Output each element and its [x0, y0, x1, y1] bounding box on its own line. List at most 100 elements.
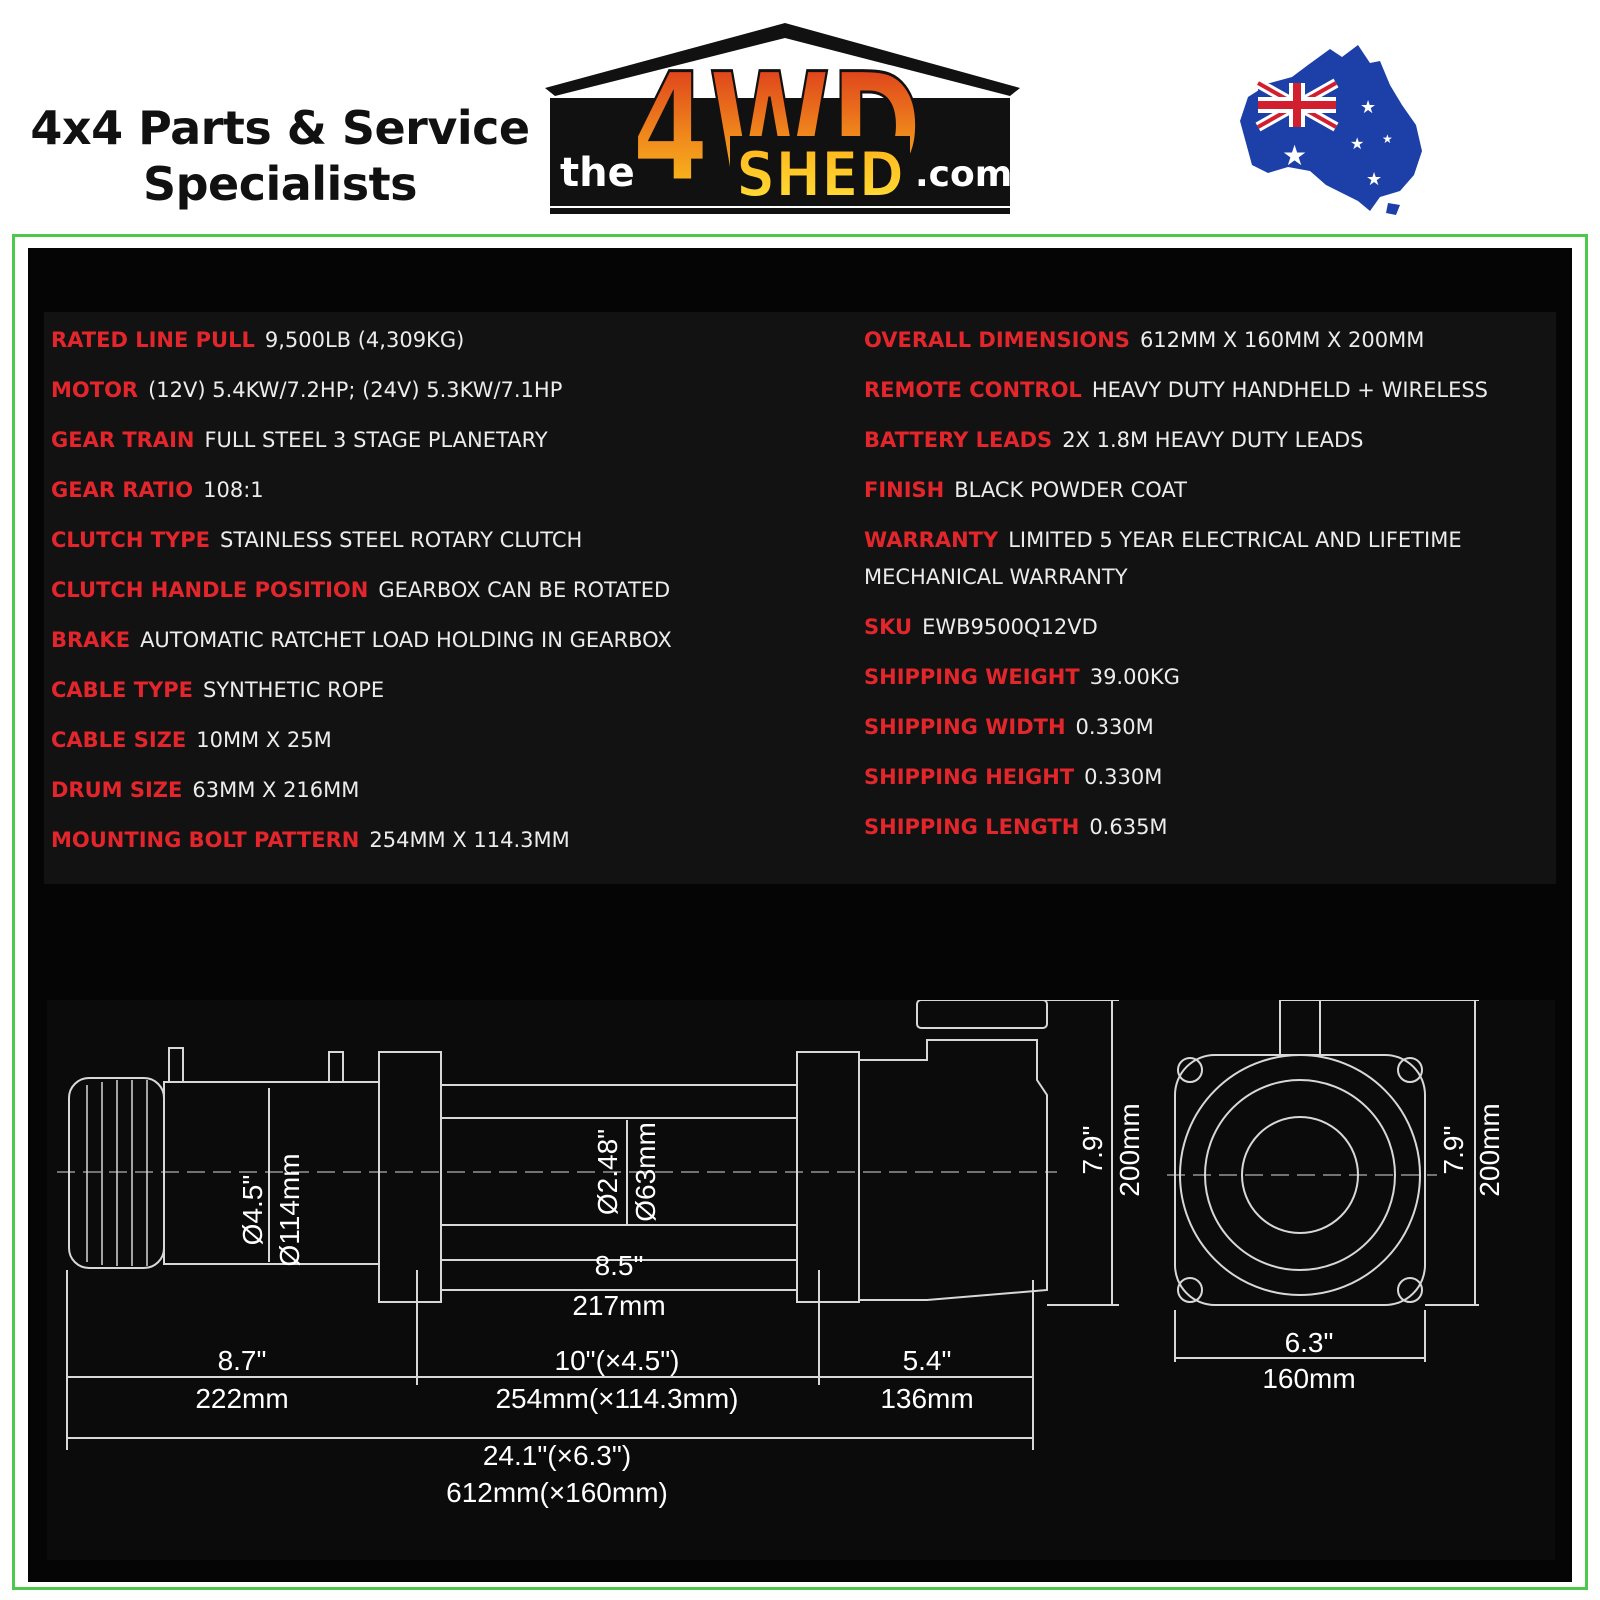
- svg-text:★: ★: [1282, 139, 1307, 172]
- spec-key: MOTOR: [51, 378, 139, 402]
- header: 4x4 Parts & Service Specialists the 4WD …: [0, 0, 1600, 230]
- spec-value: HEAVY DUTY HANDHELD + WIRELESS: [1091, 378, 1489, 402]
- bolt-in-label: 10"(×4.5"): [555, 1345, 680, 1376]
- spec-row: CABLE SIZE 10MM X 25M: [51, 722, 831, 759]
- height-mm-label: 200mm: [1114, 1103, 1145, 1196]
- specs-box: [44, 312, 1556, 884]
- spec-row: MOUNTING BOLT PATTERN 254MM X 114.3MM: [51, 822, 831, 859]
- clutch-handle: [916, 1000, 1048, 1029]
- spec-value: 10MM X 25M: [196, 728, 332, 752]
- spec-key: REMOTE CONTROL: [864, 378, 1082, 402]
- spec-key: WARRANTY: [864, 528, 999, 552]
- spec-key: GEAR TRAIN: [51, 428, 195, 452]
- spec-row: SHIPPING WIDTH 0.330M: [864, 709, 1564, 746]
- overall-in-label: 24.1"(×6.3"): [483, 1440, 631, 1471]
- drum-len-mm-label: 217mm: [572, 1290, 665, 1321]
- spec-key: CLUTCH HANDLE POSITION: [51, 578, 369, 602]
- spec-key: RATED LINE PULL: [51, 328, 255, 352]
- spec-row: REMOTE CONTROL HEAVY DUTY HANDHELD + WIRE…: [864, 372, 1564, 409]
- spec-value: 2X 1.8M HEAVY DUTY LEADS: [1062, 428, 1364, 452]
- spec-value: 254MM X 114.3MM: [369, 828, 570, 852]
- spec-value: 9,500LB (4,309KG): [264, 328, 465, 352]
- spec-row: MOTOR (12V) 5.4KW/7.2HP; (24V) 5.3KW/7.1H…: [51, 372, 831, 409]
- spec-key: MOUNTING BOLT PATTERN: [51, 828, 360, 852]
- overall-mm-label: 612mm(×160mm): [446, 1477, 668, 1508]
- spec-value: BLACK POWDER COAT: [954, 478, 1187, 502]
- spec-row: GEAR TRAIN FULL STEEL 3 STAGE PLANETARY: [51, 422, 831, 459]
- spec-value: GEARBOX CAN BE ROTATED: [378, 578, 671, 602]
- width-in-label: 6.3": [1285, 1327, 1334, 1358]
- motor-dia-in-label: Ø4.5": [237, 1175, 268, 1246]
- content-frame: [12, 234, 1588, 1590]
- spec-key: CABLE TYPE: [51, 678, 193, 702]
- height2-mm-label: 200mm: [1474, 1103, 1505, 1196]
- spec-row: OVERALL DIMENSIONS 612MM X 160MM X 200MM: [864, 322, 1564, 359]
- height2-in-label: 7.9": [1438, 1126, 1469, 1175]
- spec-value: STAINLESS STEEL ROTARY CLUTCH: [220, 528, 583, 552]
- bolt-mm-label: 254mm(×114.3mm): [495, 1383, 738, 1414]
- spec-key: GEAR RATIO: [51, 478, 194, 502]
- spec-key: SKU: [864, 615, 913, 639]
- spec-row: RATED LINE PULL 9,500LB (4,309KG): [51, 322, 831, 359]
- spec-row: FINISH BLACK POWDER COAT: [864, 472, 1564, 509]
- specs-left-column: RATED LINE PULL 9,500LB (4,309KG) MOTOR (1…: [51, 322, 831, 872]
- spec-value: 0.635M: [1089, 815, 1168, 839]
- spec-row: CLUTCH TYPE STAINLESS STEEL ROTARY CLUTCH: [51, 522, 831, 559]
- spec-row: BRAKE AUTOMATIC RATCHET LOAD HOLDING IN G…: [51, 622, 831, 659]
- union-jack: [1255, 78, 1339, 132]
- spec-value: 612MM X 160MM X 200MM: [1139, 328, 1425, 352]
- spec-key: BATTERY LEADS: [864, 428, 1053, 452]
- spec-key: CABLE SIZE: [51, 728, 187, 752]
- svg-text:★: ★: [1366, 169, 1382, 190]
- svg-text:★: ★: [1360, 97, 1376, 118]
- australia-flag-map-icon: ★ ★ ★ ★ ★: [1240, 45, 1422, 215]
- width-mm-label: 160mm: [1262, 1363, 1355, 1394]
- spec-row: SHIPPING HEIGHT 0.330M: [864, 759, 1564, 796]
- spec-key: DRUM SIZE: [51, 778, 183, 802]
- spec-value: 108:1: [203, 478, 264, 502]
- gear-len-in-label: 5.4": [903, 1345, 952, 1376]
- drum-dia-mm-label: Ø63mm: [630, 1122, 661, 1222]
- spec-value: FULL STEEL 3 STAGE PLANETARY: [204, 428, 548, 452]
- spec-row: DRUM SIZE 63MM X 216MM: [51, 772, 831, 809]
- spec-value: LIMITED 5 YEAR ELECTRICAL AND LIFETIME M…: [864, 528, 1462, 589]
- logo-domain-text: .com: [915, 154, 1012, 195]
- spec-value: 0.330M: [1075, 715, 1154, 739]
- spec-row: SHIPPING LENGTH 0.635M: [864, 809, 1564, 846]
- spec-row: CLUTCH HANDLE POSITION GEARBOX CAN BE ROT…: [51, 572, 831, 609]
- logo-the-text: the: [560, 150, 635, 196]
- spec-key: BRAKE: [51, 628, 131, 652]
- spec-value: AUTOMATIC RATCHET LOAD HOLDING IN GEARBO…: [140, 628, 672, 652]
- motor-dia-mm-label: Ø114mm: [274, 1153, 305, 1266]
- spec-key: OVERALL DIMENSIONS: [864, 328, 1130, 352]
- tagline-line-1: 4x4 Parts & Service: [30, 101, 530, 155]
- spec-value: 63MM X 216MM: [192, 778, 360, 802]
- spec-value: EWB9500Q12VD: [922, 615, 1098, 639]
- svg-text:★: ★: [1350, 134, 1364, 153]
- spec-row: GEAR RATIO 108:1: [51, 472, 831, 509]
- the4wdshed-logo[interactable]: the 4WD SHED .com: [540, 18, 1030, 218]
- spec-value: SYNTHETIC ROPE: [202, 678, 385, 702]
- spec-value: (12V) 5.4KW/7.2HP; (24V) 5.3KW/7.1HP: [148, 378, 563, 402]
- tagline: 4x4 Parts & Service Specialists: [20, 100, 540, 212]
- spec-key: CLUTCH TYPE: [51, 528, 210, 552]
- drum-dia-in-label: Ø2.48": [592, 1129, 623, 1215]
- height-in-label: 7.9": [1077, 1126, 1108, 1175]
- winch-dimension-diagram: Ø4.5" Ø114mm Ø2.48" Ø63mm 8.5" 217mm 7.9…: [47, 1000, 1555, 1560]
- spec-value: 0.330M: [1084, 765, 1163, 789]
- motor-len-mm-label: 222mm: [195, 1383, 288, 1414]
- spec-value: 39.00KG: [1089, 665, 1180, 689]
- spec-key: SHIPPING LENGTH: [864, 815, 1080, 839]
- spec-key: SHIPPING WIDTH: [864, 715, 1066, 739]
- tagline-line-2: Specialists: [142, 157, 418, 211]
- spec-row: BATTERY LEADS 2X 1.8M HEAVY DUTY LEADS: [864, 422, 1564, 459]
- drum-len-in-label: 8.5": [595, 1250, 644, 1281]
- gear-len-mm-label: 136mm: [880, 1383, 973, 1414]
- spec-row: CABLE TYPE SYNTHETIC ROPE: [51, 672, 831, 709]
- spec-key: SHIPPING HEIGHT: [864, 765, 1075, 789]
- svg-text:★: ★: [1382, 132, 1393, 146]
- spec-row: SKU EWB9500Q12VD: [864, 609, 1564, 646]
- spec-key: FINISH: [864, 478, 945, 502]
